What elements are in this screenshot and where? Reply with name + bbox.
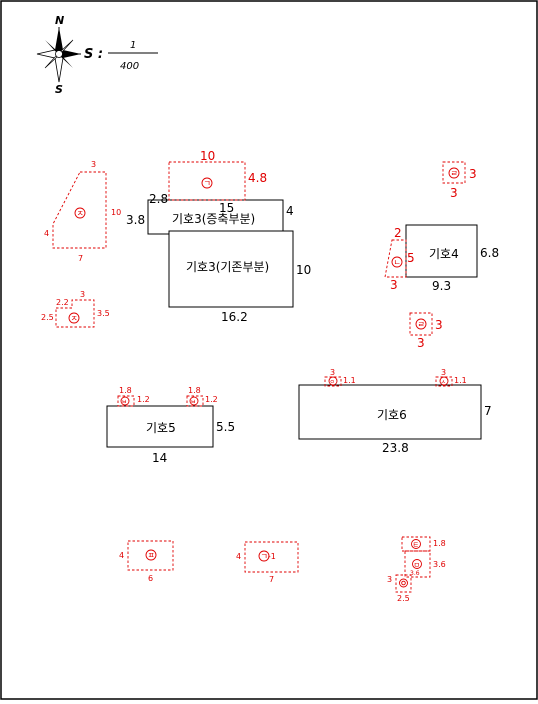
annex-g1-box-left-dim: 4 <box>236 552 241 561</box>
annex-j-small-symbol: ㅈ <box>71 314 78 323</box>
building-3-existing-bottom-dim: 16.2 <box>221 310 248 324</box>
building-3-existing-label: 기호3(기존부분) <box>186 260 269 274</box>
building-4: 기호4 6.8 9.3 <box>405 224 499 293</box>
building-5-right-dim: 5.5 <box>216 420 235 434</box>
compass-rose-icon: N S <box>36 14 81 96</box>
compass-north-label: N <box>55 14 64 27</box>
building-3-extension-corner-dim: 2.8 <box>149 192 168 206</box>
annex-e-mid: ㄹ 3 3 <box>409 312 443 350</box>
annex-p-box: ㅍ 4 6 <box>119 540 174 583</box>
building-4-bottom-dim: 9.3 <box>432 279 451 293</box>
scale-numerator: 1 <box>130 40 136 51</box>
annex-g-top-right-dim: 4.8 <box>248 171 267 185</box>
annex-j-small-top-a-dim: 2.2 <box>56 298 69 307</box>
annex-b5-right: ㅂ 1.8 1.2 <box>186 386 218 407</box>
scale-denominator: 400 <box>120 61 139 72</box>
annex-cluster-mid-symbol: ㅁ <box>414 561 420 569</box>
annex-cluster-low-bottom-dim: 2.5 <box>397 594 410 603</box>
annex-p-box-left-dim: 4 <box>119 551 124 560</box>
building-6-label: 기호6 <box>377 408 407 422</box>
annex-b5-right-symbol: ㅂ <box>191 399 197 406</box>
annex-b5-left-right-dim: 1.2 <box>137 395 150 404</box>
annex-e-top: ㄹ 3 3 <box>442 161 477 200</box>
annex-b6-left-top-dim: 3 <box>330 368 335 377</box>
building-5-bottom-dim: 14 <box>152 451 167 465</box>
annex-l-b4-right-dim: 5 <box>407 251 415 265</box>
building-6: 기호6 7 23.8 <box>298 384 492 455</box>
building-3-existing-right-dim: 10 <box>296 263 311 277</box>
annex-g-top-symbol: ㄱ <box>204 179 211 188</box>
annex-b6-left-right-dim: 1.1 <box>343 376 356 385</box>
annex-j-trapezoid-right-dim: 10 <box>111 208 121 217</box>
annex-j-small-left-dim: 2.5 <box>41 313 54 322</box>
annex-l-b4-bottom-dim: 3 <box>390 278 398 292</box>
building-3-extension-label: 기호3(증축부분) <box>172 212 255 226</box>
building-5: 기호5 5.5 14 <box>106 405 235 465</box>
annex-e-mid-bottom-dim: 3 <box>417 336 425 350</box>
building-3-extension-right-dim: 4 <box>286 204 294 218</box>
annex-l-b4-top-dim: 2 <box>394 226 402 240</box>
building-4-right-dim: 6.8 <box>480 246 499 260</box>
annex-j-trapezoid: ㅈ 3 10 4 7 <box>44 160 121 263</box>
annex-cluster-upper-symbol: ㅌ <box>413 541 419 549</box>
annex-g1-box-symbol: ㄱ-1 <box>261 552 276 561</box>
annex-l-b4: ㄴ 2 5 3 <box>384 226 415 292</box>
building-3-extension: 기호3(증축부분) 15 2.8 3.8 4 <box>126 192 294 235</box>
building-6-bottom-dim: 23.8 <box>382 441 409 455</box>
annex-j-trapezoid-top-dim: 3 <box>91 160 96 169</box>
annex-b5-right-top-dim: 1.8 <box>188 386 201 395</box>
annex-j-small: ㅈ 2.2 3 2.5 3.5 <box>41 290 110 328</box>
building-4-label: 기호4 <box>429 247 459 261</box>
annex-e-top-symbol: ㄹ <box>451 169 458 178</box>
annex-e-mid-right-dim: 3 <box>435 318 443 332</box>
annex-e-top-right-dim: 3 <box>469 167 477 181</box>
annex-j-trapezoid-bottom-dim: 7 <box>78 254 83 263</box>
annex-e-top-bottom-dim: 3 <box>450 186 458 200</box>
annex-j-small-right-dim: 3.5 <box>97 309 110 318</box>
compass-south-label: S <box>55 83 63 96</box>
scale-indicator: S : 1 400 <box>84 40 158 72</box>
annex-b6-right-symbol: ㅅ <box>441 379 447 386</box>
building-3-existing: 기호3(기존부분) 10 16.2 <box>168 230 311 324</box>
annex-e-mid-symbol: ㄹ <box>418 320 425 329</box>
building-3-extension-top-dim: 15 <box>219 201 234 215</box>
annex-cluster: ㅌ 1.8 ㅁ 3.6 3.6 3 2.5 <box>387 536 446 603</box>
building-3-extension-left-dim: 3.8 <box>126 213 145 227</box>
annex-l-b4-symbol: ㄴ <box>394 258 401 267</box>
building-6-right-dim: 7 <box>484 404 492 418</box>
annex-b6-left: ㅇ 3 1.1 <box>324 368 356 387</box>
annex-b5-left-symbol: ㅂ <box>122 399 128 406</box>
annex-g1-box-bottom-dim: 7 <box>269 575 274 584</box>
annex-j-trapezoid-symbol: ㅈ <box>77 209 84 218</box>
annex-g1-box: ㄱ-1 4 7 <box>236 541 299 584</box>
annex-b6-right-top-dim: 3 <box>441 368 446 377</box>
annex-g-top-top-dim: 10 <box>200 149 215 163</box>
annex-cluster-upper-right-dim: 1.8 <box>433 539 446 548</box>
annex-cluster-mid-right-dim: 3.6 <box>433 560 446 569</box>
annex-b5-left-top-dim: 1.8 <box>119 386 132 395</box>
annex-p-box-symbol: ㅍ <box>148 551 155 560</box>
annex-b5-left: ㅂ 1.8 1.2 <box>117 386 150 407</box>
annex-cluster-mid-small-dim: 3.6 <box>410 570 420 577</box>
annex-cluster-low-left-dim: 3 <box>387 575 392 584</box>
annex-b6-right: ㅅ 3 1.1 <box>435 368 467 387</box>
annex-b6-left-symbol: ㅇ <box>330 379 336 386</box>
annex-j-trapezoid-left-dim: 4 <box>44 229 49 238</box>
building-5-label: 기호5 <box>146 421 176 435</box>
annex-g-top: ㄱ 10 4.8 <box>168 149 267 201</box>
annex-b5-right-right-dim: 1.2 <box>205 395 218 404</box>
annex-p-box-bottom-dim: 6 <box>148 574 153 583</box>
scale-prefix: S : <box>84 47 103 62</box>
annex-b6-right-right-dim: 1.1 <box>454 376 467 385</box>
annex-j-small-top-b-dim: 3 <box>80 290 85 299</box>
